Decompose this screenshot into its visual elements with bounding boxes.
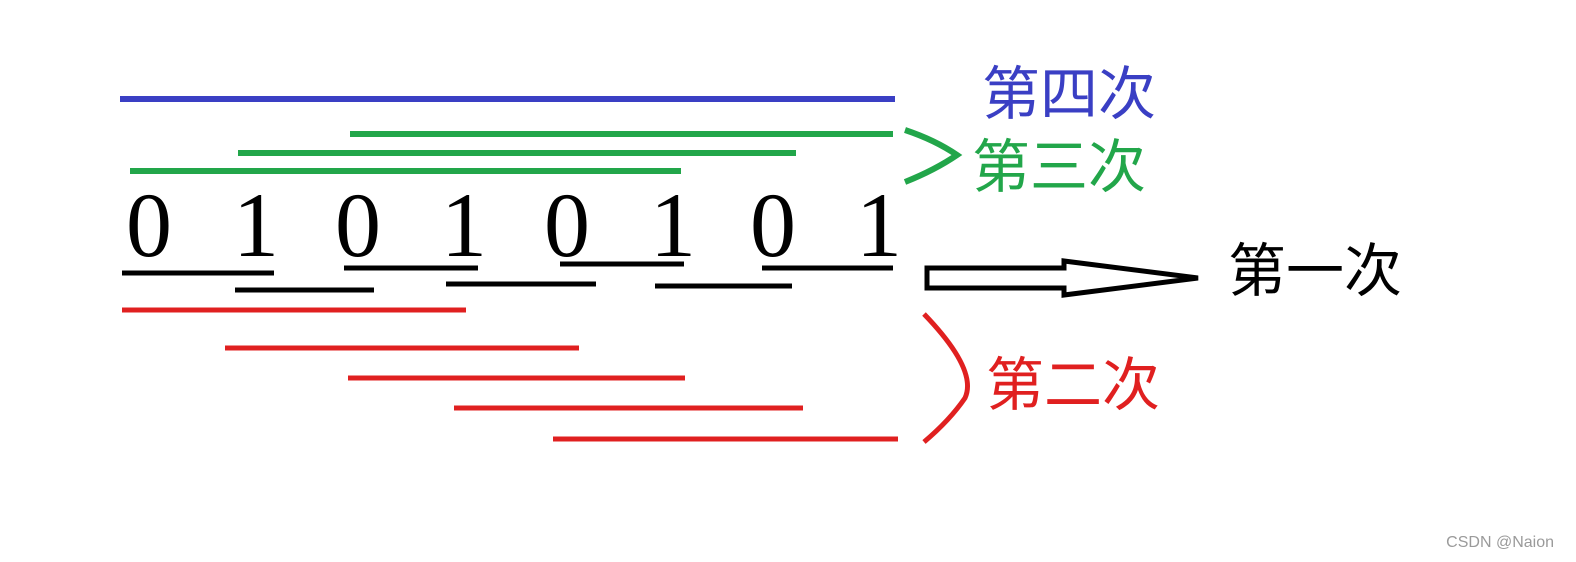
- binary-digits: 0 1 0 1 0 1 0 1: [126, 174, 902, 276]
- round-three-group: [130, 127, 963, 185]
- round-one-arrow-icon: [924, 258, 1199, 298]
- round-four-label: 第四次: [982, 60, 1156, 128]
- round-one-label: 第一次: [1228, 237, 1402, 305]
- digit: 1: [233, 174, 279, 276]
- digit: 0: [750, 174, 796, 276]
- digit: 1: [650, 174, 696, 276]
- digit: 0: [335, 174, 381, 276]
- digit: 0: [544, 174, 590, 276]
- round-two-group: [122, 307, 971, 444]
- round-three-bracket: [903, 127, 963, 185]
- digit: 1: [441, 174, 487, 276]
- round-two-bracket: [922, 312, 971, 444]
- round-three-label: 第三次: [972, 133, 1146, 201]
- round-two-label: 第二次: [986, 351, 1160, 419]
- digit: 0: [126, 174, 172, 276]
- watermark: CSDN @Naion: [1446, 534, 1554, 551]
- round-one-group: [122, 258, 1199, 298]
- digit: 1: [856, 174, 902, 276]
